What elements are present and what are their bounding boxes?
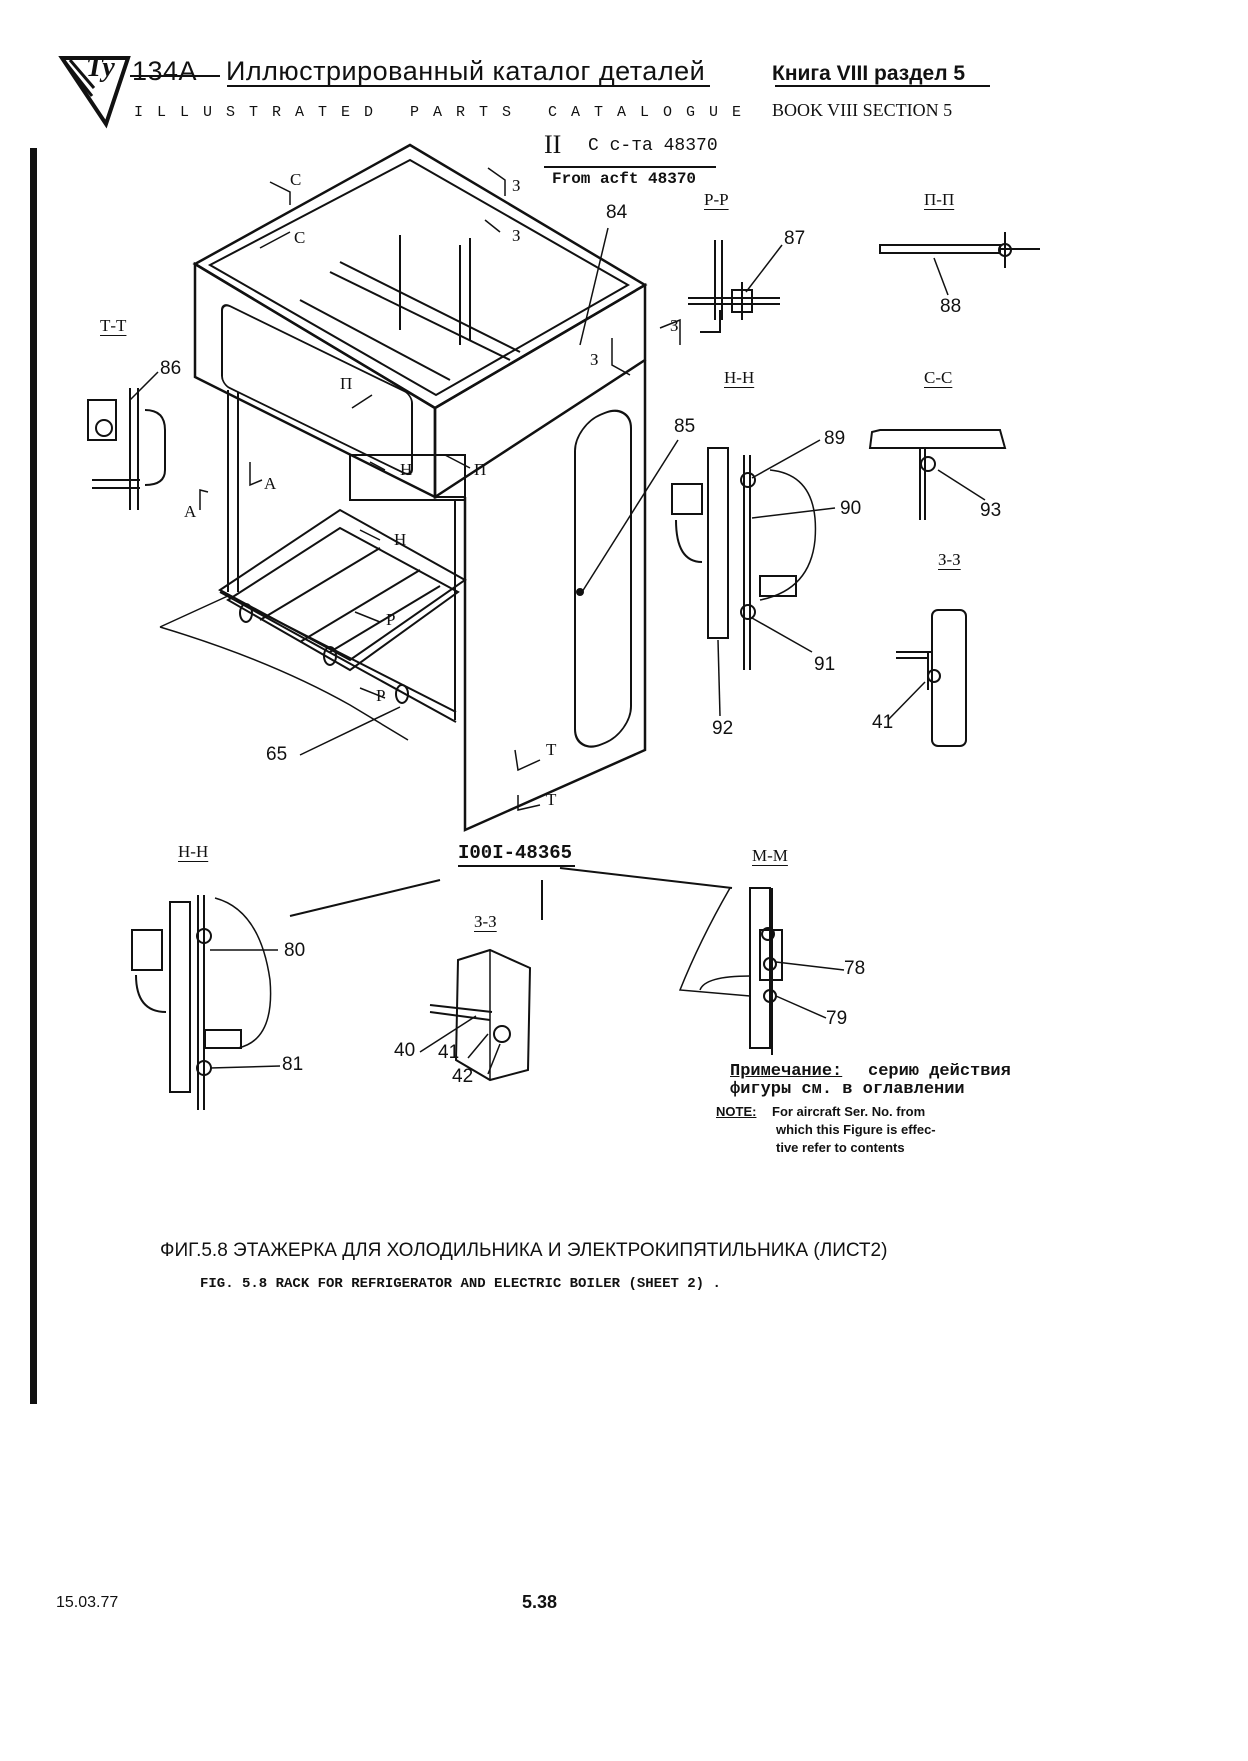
note-text-en-1: For aircraft Ser. No. from	[772, 1104, 926, 1119]
catalogue-title-en: ILLUSTRATED PARTS CATALOGUE	[134, 104, 756, 121]
effectivity-en: From acft 48370	[552, 170, 697, 188]
model-number: 134А	[132, 56, 198, 86]
section-label-pipi: П-П	[924, 190, 955, 209]
section-pp-drawing	[688, 240, 783, 333]
section-hh-lower-drawing	[131, 895, 281, 1110]
view-mark-r2: Р	[376, 686, 386, 705]
callout-84: 84	[606, 202, 628, 223]
assembly-number: I00I-48365	[458, 842, 573, 864]
figure-caption-ru: ФИГ.5.8 ЭТАЖЕРКА ДЛЯ ХОЛОДИЛЬНИКА И ЭЛЕК…	[160, 1240, 888, 1261]
note-label-ru: Примечание:	[730, 1062, 843, 1081]
logo-text: Ту	[86, 52, 115, 83]
section-label-hh-upper: Н-Н	[724, 368, 755, 387]
callout-40: 40	[394, 1040, 416, 1061]
side-panel	[435, 360, 647, 832]
section-zz-center-drawing	[419, 948, 532, 1082]
section-hh-upper-drawing	[671, 439, 836, 717]
note-label-en: NOTE:	[716, 1104, 757, 1119]
callout-88: 88	[940, 296, 962, 317]
note-text-en-2: which this Figure is effec-	[776, 1122, 936, 1137]
effectivity-rule	[544, 166, 716, 168]
view-mark-h2: Н	[394, 530, 407, 549]
view-mark-t2: Т	[546, 790, 557, 809]
callout-65: 65	[266, 744, 288, 765]
callout-41-center: 41	[438, 1042, 460, 1063]
section-pipi-drawing	[879, 232, 1040, 296]
callout-89: 89	[824, 428, 846, 449]
callout-85: 85	[674, 416, 696, 437]
upper-shelf-box	[192, 143, 648, 500]
section-tt-drawing	[87, 371, 166, 510]
view-mark-p2: П	[474, 460, 487, 479]
main-view-leaders	[199, 167, 681, 811]
view-mark-c1: С	[290, 170, 302, 189]
section-label-zz-right: З-З	[938, 550, 961, 569]
lower-frame	[218, 390, 467, 740]
view-mark-z3: З	[670, 316, 679, 335]
note-text-en-3: tive refer to contents	[776, 1140, 905, 1155]
rack-main-drawing	[87, 143, 1040, 1110]
note-text-ru-1: серию действия	[868, 1062, 1011, 1081]
view-mark-z4: З	[590, 350, 599, 369]
view-mark-z2: З	[512, 226, 521, 245]
left-margin-bar	[30, 148, 37, 1404]
section-label-ss: С-С	[924, 368, 953, 387]
callout-81: 81	[282, 1054, 304, 1075]
section-zz-right-drawing	[887, 609, 967, 747]
callout-91: 91	[814, 654, 836, 675]
view-mark-r1: Р	[386, 610, 396, 629]
view-mark-t1: Т	[546, 740, 557, 759]
note-text-ru-2: фигуры см. в оглавлении	[730, 1080, 965, 1099]
effectivity-ru: С с-та 48370	[588, 136, 718, 156]
footer-page-number: 5.38	[522, 1592, 558, 1612]
section-ss-drawing	[868, 429, 1007, 520]
callout-42: 42	[452, 1066, 474, 1087]
section-label-hh-lower: Н-Н	[178, 842, 209, 861]
view-mark-h1: Н	[400, 460, 413, 479]
footer-date: 15.03.77	[56, 1594, 119, 1611]
view-mark-z1: З	[512, 176, 521, 195]
figure-caption-en: FIG. 5.8 RACK FOR REFRIGERATOR AND ELECT…	[200, 1276, 721, 1292]
callout-79: 79	[826, 1008, 848, 1029]
callout-90: 90	[840, 498, 862, 519]
view-mark-a2: А	[184, 502, 197, 521]
callout-93: 93	[980, 500, 1002, 521]
tu-logo-icon	[58, 56, 990, 129]
section-label-zz-center: З-З	[474, 912, 497, 931]
view-mark-c2: С	[294, 228, 306, 247]
callout-86: 86	[160, 358, 182, 379]
callout-92: 92	[712, 718, 734, 739]
view-mark-p1: П	[340, 374, 353, 393]
view-mark-a1: А	[264, 474, 277, 493]
section-label-mm: М-М	[752, 846, 788, 865]
callout-78: 78	[844, 958, 866, 979]
section-mm-drawing	[678, 887, 845, 1055]
catalogue-title-ru: Иллюстрированный каталог деталей	[226, 56, 706, 86]
book-section-en: BOOK VIII SECTION 5	[772, 100, 953, 120]
callout-87: 87	[784, 228, 806, 249]
assembly-leaders	[289, 865, 733, 920]
section-label-pp: Р-Р	[704, 190, 729, 209]
callout-41-right: 41	[872, 712, 894, 733]
effectivity-roman: II	[544, 130, 562, 159]
section-label-tt: Т-Т	[100, 316, 127, 335]
callout-80: 80	[284, 940, 306, 961]
book-section-ru: Книга VIII раздел 5	[772, 62, 966, 85]
